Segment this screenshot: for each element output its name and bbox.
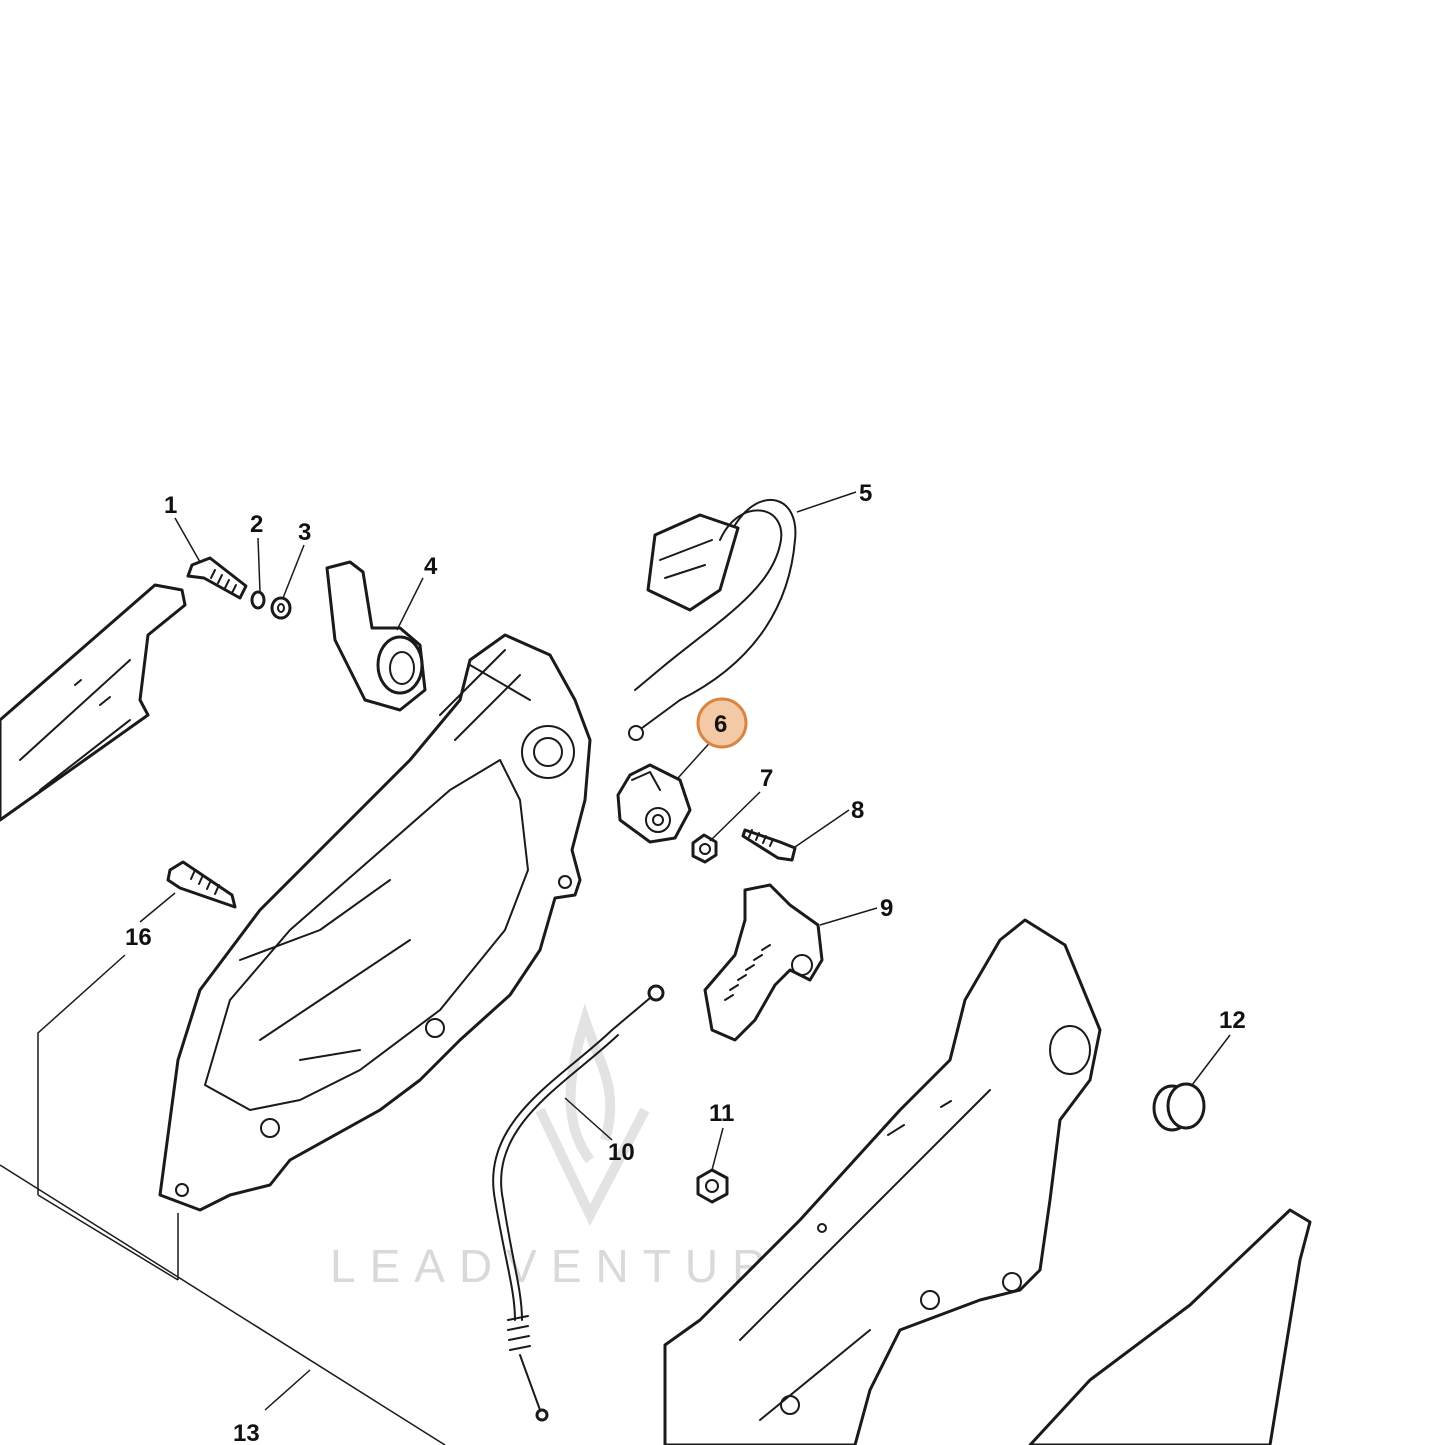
part-12-plug <box>1152 1082 1206 1132</box>
part-handle-shell <box>663 918 1102 1445</box>
part-11-nut <box>696 1168 729 1204</box>
leader-lines <box>139 491 1231 1171</box>
part-rail-left <box>0 583 187 822</box>
callout-8[interactable]: 8 <box>851 797 864 824</box>
part-8-screw <box>741 828 797 862</box>
callout-13[interactable]: 13 <box>233 1420 260 1445</box>
callout-6-highlight[interactable] <box>696 697 748 749</box>
assembly-line-13 <box>0 1164 446 1445</box>
callout-12[interactable]: 12 <box>1219 1007 1246 1034</box>
callout-4[interactable]: 4 <box>424 553 438 580</box>
part-4-lever <box>325 560 427 712</box>
callout-7[interactable]: 7 <box>760 765 773 792</box>
part-7-nut <box>691 833 718 864</box>
watermark: LEADVENTURE <box>330 1003 824 1292</box>
callout-10[interactable]: 10 <box>608 1139 635 1166</box>
callout-2[interactable]: 2 <box>250 511 263 538</box>
callout-9[interactable]: 9 <box>880 895 893 922</box>
callout-3[interactable]: 3 <box>298 519 311 546</box>
callout-16[interactable]: 16 <box>125 924 152 951</box>
part-side-panel <box>1028 1208 1312 1445</box>
part-3-washer <box>270 596 292 620</box>
callout-11[interactable]: 11 <box>709 1100 734 1127</box>
callouts: 1 2 3 4 5 6 7 8 9 10 11 12 13 16 <box>125 480 1246 1445</box>
flame-v-logo-icon <box>535 1003 650 1227</box>
watermark-text: LEADVENTURE <box>330 1240 824 1292</box>
part-16-screw <box>166 860 237 909</box>
part-10-cable <box>492 984 665 1422</box>
part-handle-housing <box>158 633 592 1212</box>
part-1-bolt <box>186 556 248 600</box>
part-5-switch-cable <box>628 498 797 741</box>
leader-13-bracket <box>37 954 311 1411</box>
callout-6[interactable]: 6 <box>714 711 727 738</box>
part-9-trigger <box>703 883 824 1042</box>
callout-5[interactable]: 5 <box>859 480 872 507</box>
callout-1[interactable]: 1 <box>164 492 177 519</box>
part-2-ring <box>250 590 266 610</box>
part-6-contact <box>616 763 692 844</box>
